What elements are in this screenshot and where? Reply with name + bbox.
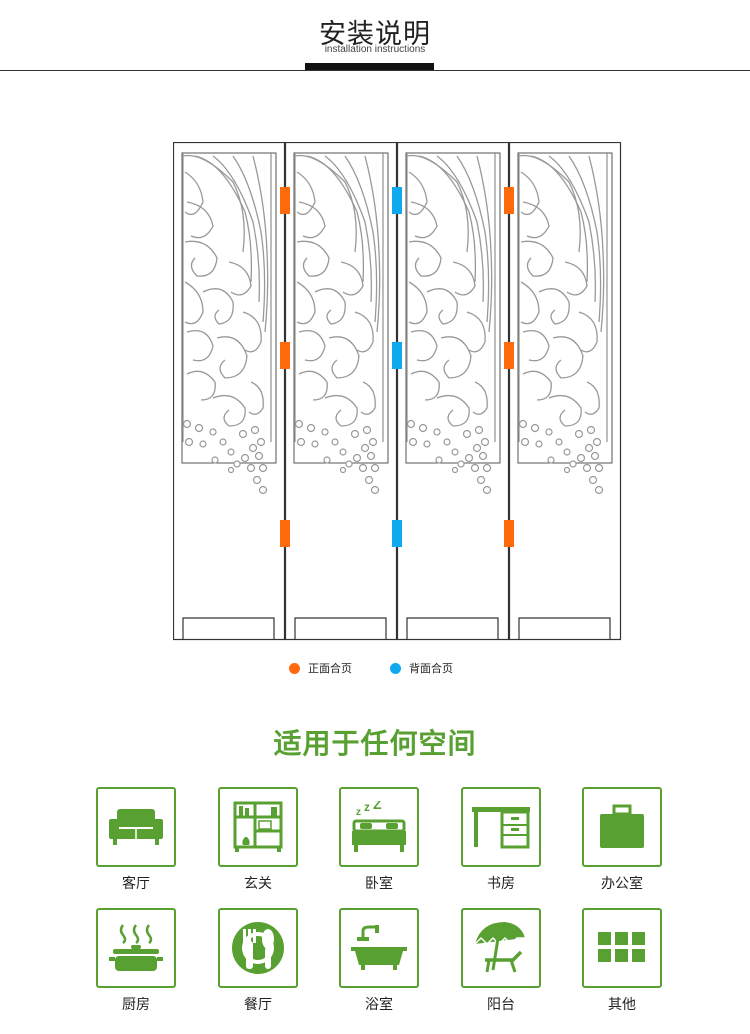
screen-panel-2 <box>286 143 397 640</box>
blue-dot-icon <box>390 662 401 674</box>
legend-front-label: 正面合页 <box>308 662 352 675</box>
front-hinge <box>504 187 514 214</box>
room-icon-box <box>461 787 541 867</box>
plate-icon <box>232 922 284 974</box>
room-entrance: 玄关 <box>218 787 298 893</box>
page-title: 安装说明 <box>319 19 431 50</box>
back-hinge <box>392 520 402 547</box>
room-label: 厨房 <box>122 997 150 1013</box>
back-hinge <box>392 187 402 214</box>
room-icon-box <box>582 908 662 988</box>
legend-front-hinge: 正面合页 <box>289 660 352 676</box>
header-divider <box>0 70 750 71</box>
shelf-icon <box>233 801 283 852</box>
orange-dot-icon <box>289 662 300 674</box>
front-hinge <box>280 342 290 369</box>
parasol-icon <box>474 922 525 973</box>
room-label: 办公室 <box>601 876 643 892</box>
svg-text:z: z <box>364 801 370 814</box>
room-icon-box: z z Z <box>339 787 419 867</box>
desk-icon <box>472 807 530 849</box>
legend-back-label: 背面合页 <box>409 662 453 675</box>
sofa-icon <box>109 809 163 845</box>
header-accent-bar <box>305 63 434 70</box>
room-office: 办公室 <box>582 787 662 893</box>
page-subtitle: installation instructions <box>324 44 426 55</box>
room-dining: 餐厅 <box>218 908 298 1014</box>
screen-panel-3 <box>398 143 509 640</box>
section-title: 适用于任何空间 <box>273 727 477 760</box>
legend-back-hinge: 背面合页 <box>390 660 453 676</box>
front-hinge <box>504 520 514 547</box>
room-label: 书房 <box>487 876 515 892</box>
folding-screen-svg <box>173 142 625 642</box>
room-label: 浴室 <box>365 997 393 1013</box>
room-label: 其他 <box>608 997 636 1013</box>
room-kitchen: 厨房 <box>96 908 176 1014</box>
room-bathroom: 浴室 <box>339 908 419 1014</box>
room-label: 阳台 <box>487 997 515 1013</box>
folding-screen-diagram <box>173 142 625 646</box>
svg-text:Z: Z <box>373 801 382 812</box>
room-icon-box <box>96 908 176 988</box>
front-hinge <box>504 342 514 369</box>
room-living-room: 客厅 <box>96 787 176 893</box>
room-icon-box <box>96 787 176 867</box>
svg-text:z: z <box>356 807 361 818</box>
grid-icon <box>598 932 645 962</box>
room-label: 餐厅 <box>244 997 272 1013</box>
briefcase-icon <box>600 804 644 848</box>
room-balcony: 阳台 <box>461 908 541 1014</box>
room-label: 客厅 <box>122 876 150 892</box>
pot-icon <box>109 924 163 971</box>
front-hinge <box>280 187 290 214</box>
room-icon-box <box>218 787 298 867</box>
room-other: 其他 <box>582 908 662 1014</box>
room-label: 卧室 <box>365 876 393 892</box>
room-study: 书房 <box>461 787 541 893</box>
room-icon-box <box>339 908 419 988</box>
room-icon-box <box>582 787 662 867</box>
screen-panel-1 <box>174 143 285 640</box>
room-label: 玄关 <box>244 876 272 892</box>
room-icon-box <box>218 908 298 988</box>
hinges <box>280 187 514 547</box>
room-bedroom: z z Z 卧室 <box>339 787 419 893</box>
bathtub-icon <box>351 925 407 970</box>
back-hinge <box>392 342 402 369</box>
room-icon-box <box>461 908 541 988</box>
bed-icon: z z Z <box>352 801 406 852</box>
front-hinge <box>280 520 290 547</box>
screen-panel-4 <box>510 143 621 640</box>
